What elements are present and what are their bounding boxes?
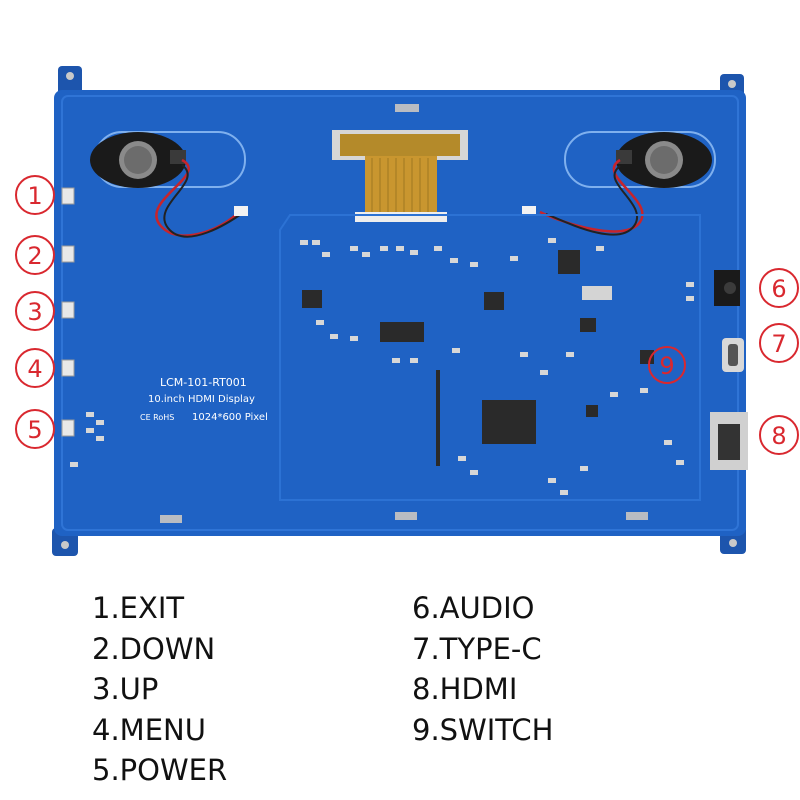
board-description: 10.inch HDMI Display xyxy=(148,394,255,405)
legend-item-type-c: 7.TYPE-C xyxy=(412,631,542,666)
button-power xyxy=(61,419,75,437)
chip-main xyxy=(482,400,536,444)
callout-circle-3 xyxy=(15,291,55,331)
chip-ic xyxy=(380,322,424,342)
callout-circle-4 xyxy=(15,348,55,388)
callout-number-1: 1 xyxy=(27,182,42,210)
speaker-left xyxy=(90,132,186,188)
callout-number-3: 3 xyxy=(27,298,42,326)
callout-number-5: 5 xyxy=(27,416,42,444)
legend-item-down: 2.DOWN xyxy=(92,631,216,666)
legend-item-exit: 1.EXIT xyxy=(92,591,185,625)
legend-item-up: 3.UP xyxy=(92,672,159,706)
callout-number-8: 8 xyxy=(771,422,786,450)
legend-item-power: 5.POWER xyxy=(92,753,228,787)
callout-circle-9 xyxy=(648,346,686,384)
callout-number-2: 2 xyxy=(27,242,42,270)
board-resolution: 1024*600 Pixel xyxy=(192,412,268,423)
legend-item-menu: 4.MENU xyxy=(92,712,206,747)
callout-number-9: 9 xyxy=(659,352,674,380)
callout-circle-8 xyxy=(759,415,799,455)
board-certs: CE RoHS xyxy=(140,413,174,422)
legend-left: 1.EXIT 2.DOWN 3.UP 4.MENU 5.POWER xyxy=(92,588,227,791)
callout-circle-1 xyxy=(15,175,55,215)
legend-right: 6.AUDIO 7.TYPE-C 8.HDMI 9.SWITCH xyxy=(412,588,553,750)
callout-number-4: 4 xyxy=(27,355,42,383)
audio-jack xyxy=(714,270,740,306)
legend-item-hdmi: 8.HDMI xyxy=(412,672,518,706)
pcb-board xyxy=(54,90,746,536)
legend-item-audio: 6.AUDIO xyxy=(412,591,535,625)
callout-number-6: 6 xyxy=(771,275,786,303)
ribbon-cable xyxy=(332,130,468,222)
button-down xyxy=(61,245,75,263)
callout-circle-6 xyxy=(759,268,799,308)
type-c-port xyxy=(722,338,744,372)
speaker-right xyxy=(616,132,712,188)
button-menu xyxy=(61,359,75,377)
button-exit xyxy=(61,187,75,205)
callout-circle-2 xyxy=(15,235,55,275)
hdmi-port xyxy=(710,412,748,470)
callout-circle-5 xyxy=(15,409,55,449)
board-model: LCM-101-RT001 xyxy=(160,376,247,389)
callout-circle-7 xyxy=(759,323,799,363)
legend-item-switch: 9.SWITCH xyxy=(412,712,554,747)
mount-tab-top-left xyxy=(58,66,82,96)
pcb-diagram: 1 2 3 4 5 6 7 8 9 LCM-101-RT001 10.inch … xyxy=(15,66,799,556)
button-up xyxy=(61,301,75,319)
callout-number-7: 7 xyxy=(771,330,786,358)
